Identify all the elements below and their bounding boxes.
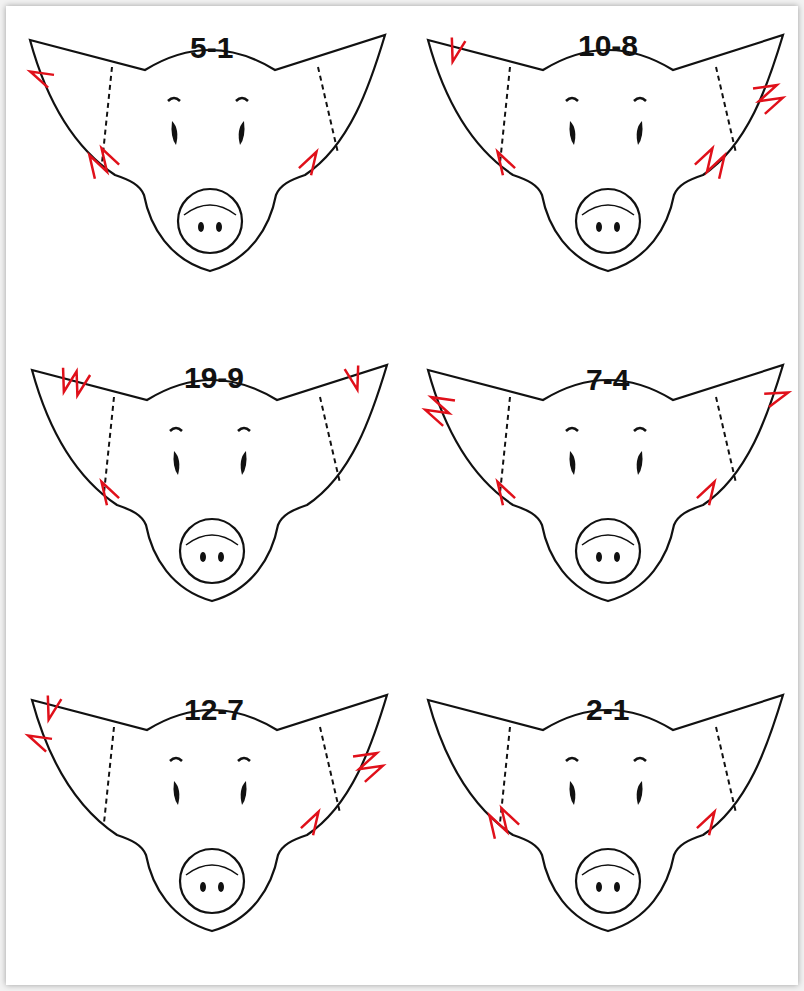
pig-number-label: 10-8 xyxy=(578,31,638,61)
pig-number-label: 2-1 xyxy=(586,695,629,725)
pig-number-label: 12-7 xyxy=(184,695,244,725)
pig-number-label: 7-4 xyxy=(586,365,629,395)
pig-number-label: 5-1 xyxy=(190,33,233,63)
pig-number-label: 19-9 xyxy=(184,363,244,393)
